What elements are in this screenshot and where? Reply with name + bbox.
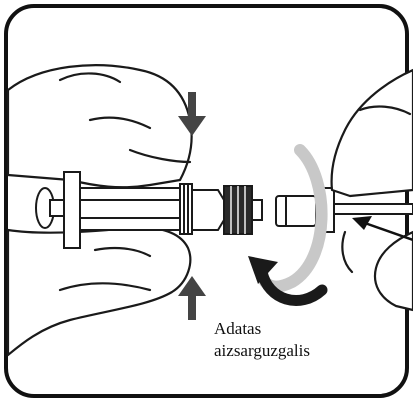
callout-line-1: Adatas	[214, 318, 310, 340]
finger-flange	[64, 172, 80, 248]
barrel-ribs	[180, 184, 192, 234]
needle-cap-callout: Adatas aizsarguzgalis	[214, 318, 310, 362]
syringe-barrel	[80, 188, 180, 230]
plunger-stem	[50, 200, 64, 216]
luer-hub	[192, 190, 224, 230]
needle-cap	[276, 196, 316, 226]
needle-shield	[334, 204, 413, 214]
callout-line-2: aizsarguzgalis	[214, 340, 310, 362]
syringe-tip	[252, 200, 262, 220]
